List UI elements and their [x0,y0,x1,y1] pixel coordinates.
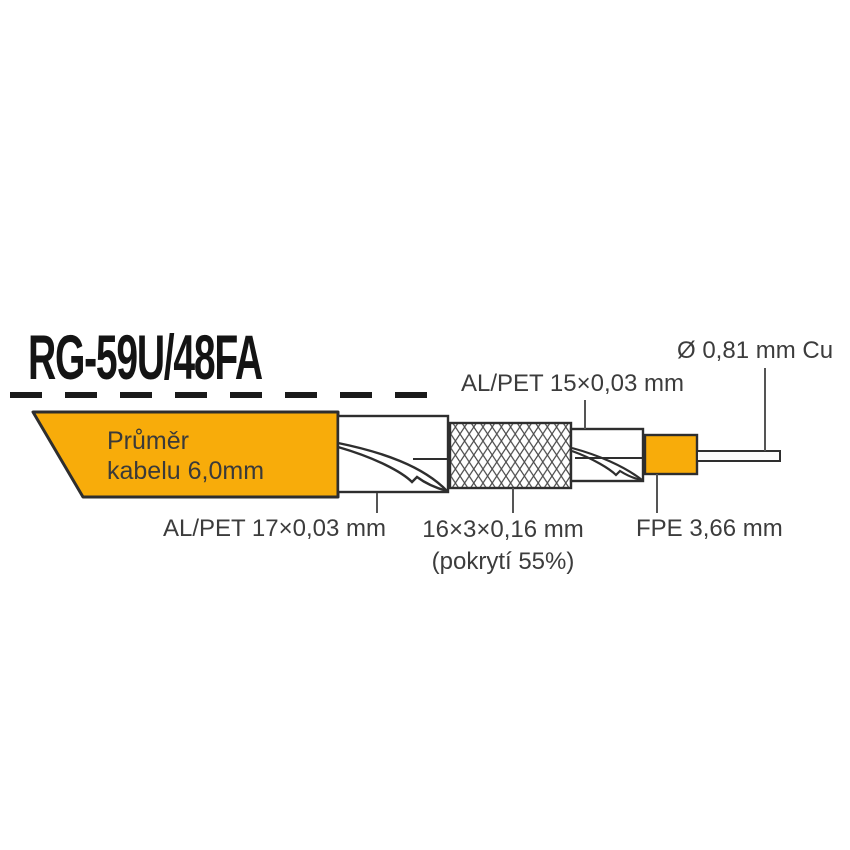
inner-foil-peel-flap [571,449,643,482]
callout-dielectric: FPE 3,66 mm [636,515,783,542]
dielectric-shape [643,433,699,476]
callout-inner-foil: AL/PET 15×0,03 mm [461,370,685,397]
inner-foil-peel-curve [571,446,643,481]
braid-shield-shape [448,421,573,490]
outer-foil-peel-flap [337,445,448,493]
callout-outer-foil: AL/PET 17×0,03 mm [163,515,387,542]
jacket-shape [31,410,340,499]
cable-model-title: RG-59U/48FA [28,323,405,393]
cable-model-title-text: RG-59U/48FA [28,323,263,393]
callout-braid: 16×3×0,16 mm (pokrytí 55%) [420,514,586,578]
conductor-shape [696,450,781,462]
outer-foil-peel-curve [337,441,448,492]
jacket-diameter-line2: kabelu 6,0mm [107,457,265,485]
callout-conductor: Ø 0,81 mm Cu [677,337,834,364]
outer-foil-shape [336,414,450,494]
callout-braid-line2: (pokrytí 55%) [431,548,575,575]
jacket-diameter-line1: Průměr [107,427,189,455]
jacket-diameter-label: Průměr kabelu 6,0mm [107,426,264,486]
callout-braid-line1: 16×3×0,16 mm [422,516,584,543]
